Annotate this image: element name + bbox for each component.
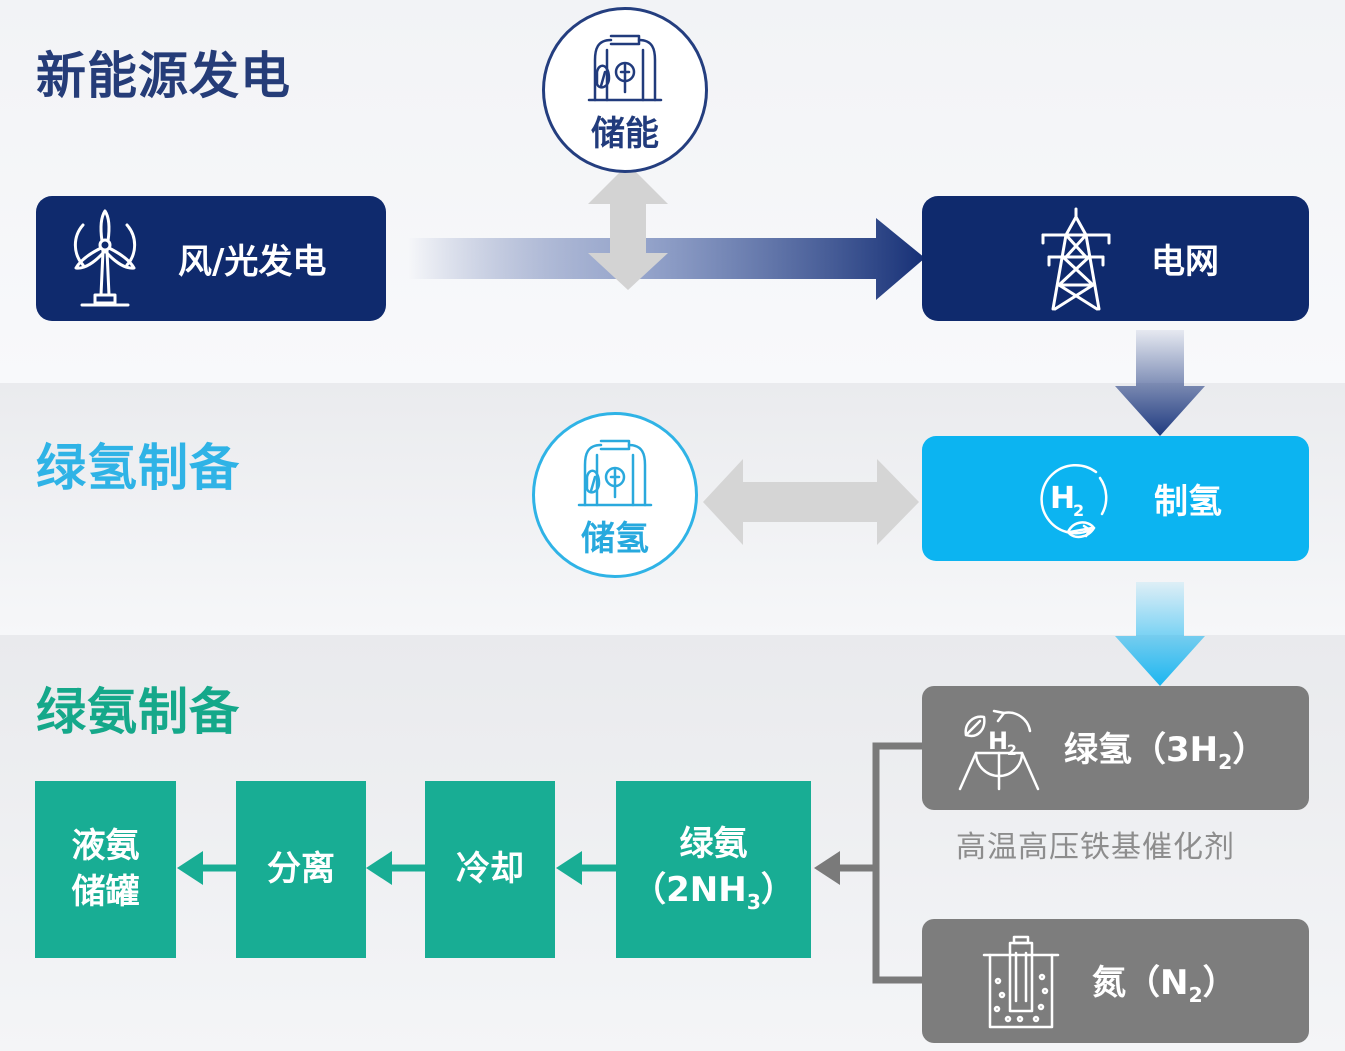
nitrogen-tank-icon [982,935,1060,1029]
section-title-power: 新能源发电 [36,47,291,105]
flow-arrow-wind-to-grid [408,218,925,300]
arrow-cooling-to-separation [366,851,425,885]
cooling-node: 冷却 [425,781,555,958]
connector-line [872,742,922,984]
energy-storage-node: 储能 [542,7,708,173]
flow-arrow-grid-to-h2 [1115,330,1205,436]
arrowhead-to-ammonia [814,851,840,885]
svg-text:2: 2 [1073,501,1084,520]
separation-node: 分离 [236,781,366,958]
catalyst-label: 高温高压铁基催化剂 [956,830,1235,865]
grid-node: 电网 [922,196,1309,321]
storage-bidirectional-arrow [588,164,668,290]
electrolysis-label: 制氢 [1154,482,1222,522]
section-title-ammonia: 绿氨制备 [36,683,240,741]
wind-turbine-icon [73,209,137,306]
arrow-separation-to-tank [177,851,236,885]
storage-tanks-icon [587,34,663,102]
cooling-label: 冷却 [456,848,524,889]
h2-storage-node: 储氢 [532,412,698,578]
green-h2-label: 绿氢（3H2） [1064,730,1267,774]
green-ammonia-formula: （2NH3） [632,870,795,915]
svg-text:2: 2 [1007,743,1017,759]
svg-text:H: H [1050,481,1075,516]
nitrogen-node: 氮（N2） [922,919,1309,1043]
green-h2-node: H 2 绿氢（3H2） [922,686,1309,810]
separation-label: 分离 [267,848,335,889]
h2-cycle-icon: H 2 [1040,463,1108,538]
nitrogen-label: 氮（N2） [1092,963,1237,1007]
h2-storage-label: 储氢 [581,519,649,559]
h2-storage-bidirectional-arrow [703,459,919,545]
flow-arrow-h2-to-green-h2 [1115,582,1205,686]
svg-text:H: H [988,727,1008,755]
power-tower-icon [1041,207,1111,310]
storage-tanks-icon [577,439,653,507]
green-h2-leaf-icon: H 2 [958,709,1040,791]
green-ammonia-label: 绿氨 [679,824,748,865]
grid-label: 电网 [1151,242,1219,282]
tank-label-line2: 储罐 [71,871,140,912]
section-title-hydrogen: 绿氢制备 [36,439,240,497]
wind-solar-label: 风/光发电 [178,242,327,282]
green-ammonia-node: 绿氨 （2NH3） [616,781,811,958]
liquid-ammonia-tank-node: 液氨 储罐 [35,781,176,958]
wind-solar-node: 风/光发电 [36,196,386,321]
tank-label-line1: 液氨 [71,825,140,866]
electrolysis-node: H 2 制氢 [922,436,1309,561]
arrow-ammonia-to-cooling [556,851,616,885]
energy-storage-label: 储能 [591,114,659,154]
